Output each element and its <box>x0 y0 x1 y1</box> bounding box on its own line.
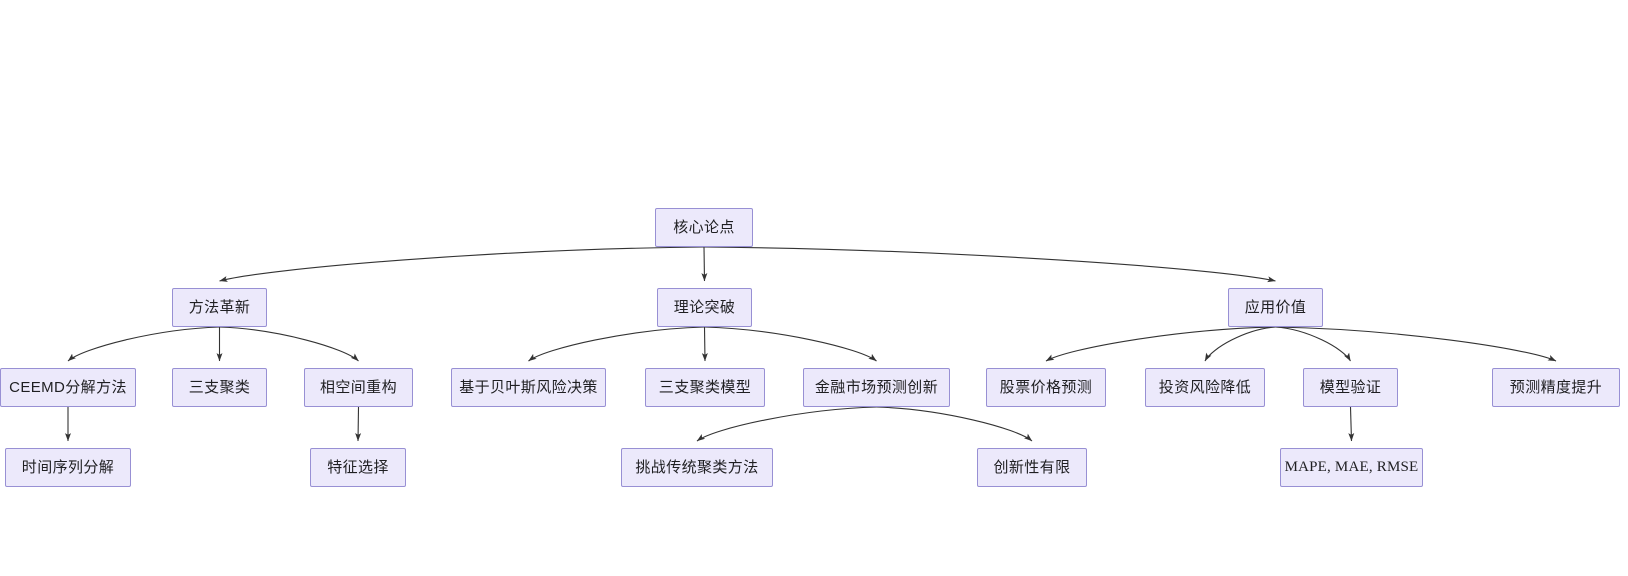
edge-l3f-to-l4c <box>696 406 877 442</box>
node-l3i[interactable]: 模型验证 <box>1303 368 1398 407</box>
edge-l3c-to-l4b <box>355 406 362 442</box>
edge-l2a-to-l3c <box>219 326 359 362</box>
node-l4d[interactable]: 创新性有限 <box>977 448 1087 487</box>
edge-l3i-to-l4e <box>1348 406 1355 442</box>
node-l3h[interactable]: 投资风险降低 <box>1145 368 1265 407</box>
node-l2a[interactable]: 方法革新 <box>172 288 267 327</box>
node-l4e[interactable]: MAPE, MAE, RMSE <box>1280 448 1423 487</box>
edge-l2c-to-l3g <box>1045 326 1276 362</box>
edge-l2b-to-l3e <box>701 326 708 362</box>
edge-l3f-to-l4d <box>876 406 1033 442</box>
edge-l2c-to-l3j <box>1275 326 1557 362</box>
edge-root-to-l2b <box>701 246 708 282</box>
edge-l2b-to-l3d <box>528 326 705 362</box>
node-l3g[interactable]: 股票价格预测 <box>986 368 1106 407</box>
node-l3b[interactable]: 三支聚类 <box>172 368 267 407</box>
node-l3a[interactable]: CEEMD分解方法 <box>0 368 136 407</box>
node-l3d[interactable]: 基于贝叶斯风险决策 <box>451 368 606 407</box>
edge-root-to-l2a <box>219 246 705 282</box>
node-l3j[interactable]: 预测精度提升 <box>1492 368 1620 407</box>
edge-l2a-to-l3a <box>67 326 220 362</box>
edges-group <box>65 246 1557 442</box>
node-l2c[interactable]: 应用价值 <box>1228 288 1323 327</box>
edge-l2c-to-l3h <box>1204 326 1276 362</box>
node-l4a[interactable]: 时间序列分解 <box>5 448 131 487</box>
node-l3c[interactable]: 相空间重构 <box>304 368 413 407</box>
edge-l2c-to-l3i <box>1275 326 1351 362</box>
edge-root-to-l2c <box>703 246 1276 283</box>
node-root[interactable]: 核心论点 <box>655 208 753 247</box>
node-l3e[interactable]: 三支聚类模型 <box>645 368 765 407</box>
edge-l2b-to-l3f <box>704 326 877 362</box>
node-l2b[interactable]: 理论突破 <box>657 288 752 327</box>
node-l3f[interactable]: 金融市场预测创新 <box>803 368 950 407</box>
node-l4c[interactable]: 挑战传统聚类方法 <box>621 448 773 487</box>
node-l4b[interactable]: 特征选择 <box>310 448 406 487</box>
